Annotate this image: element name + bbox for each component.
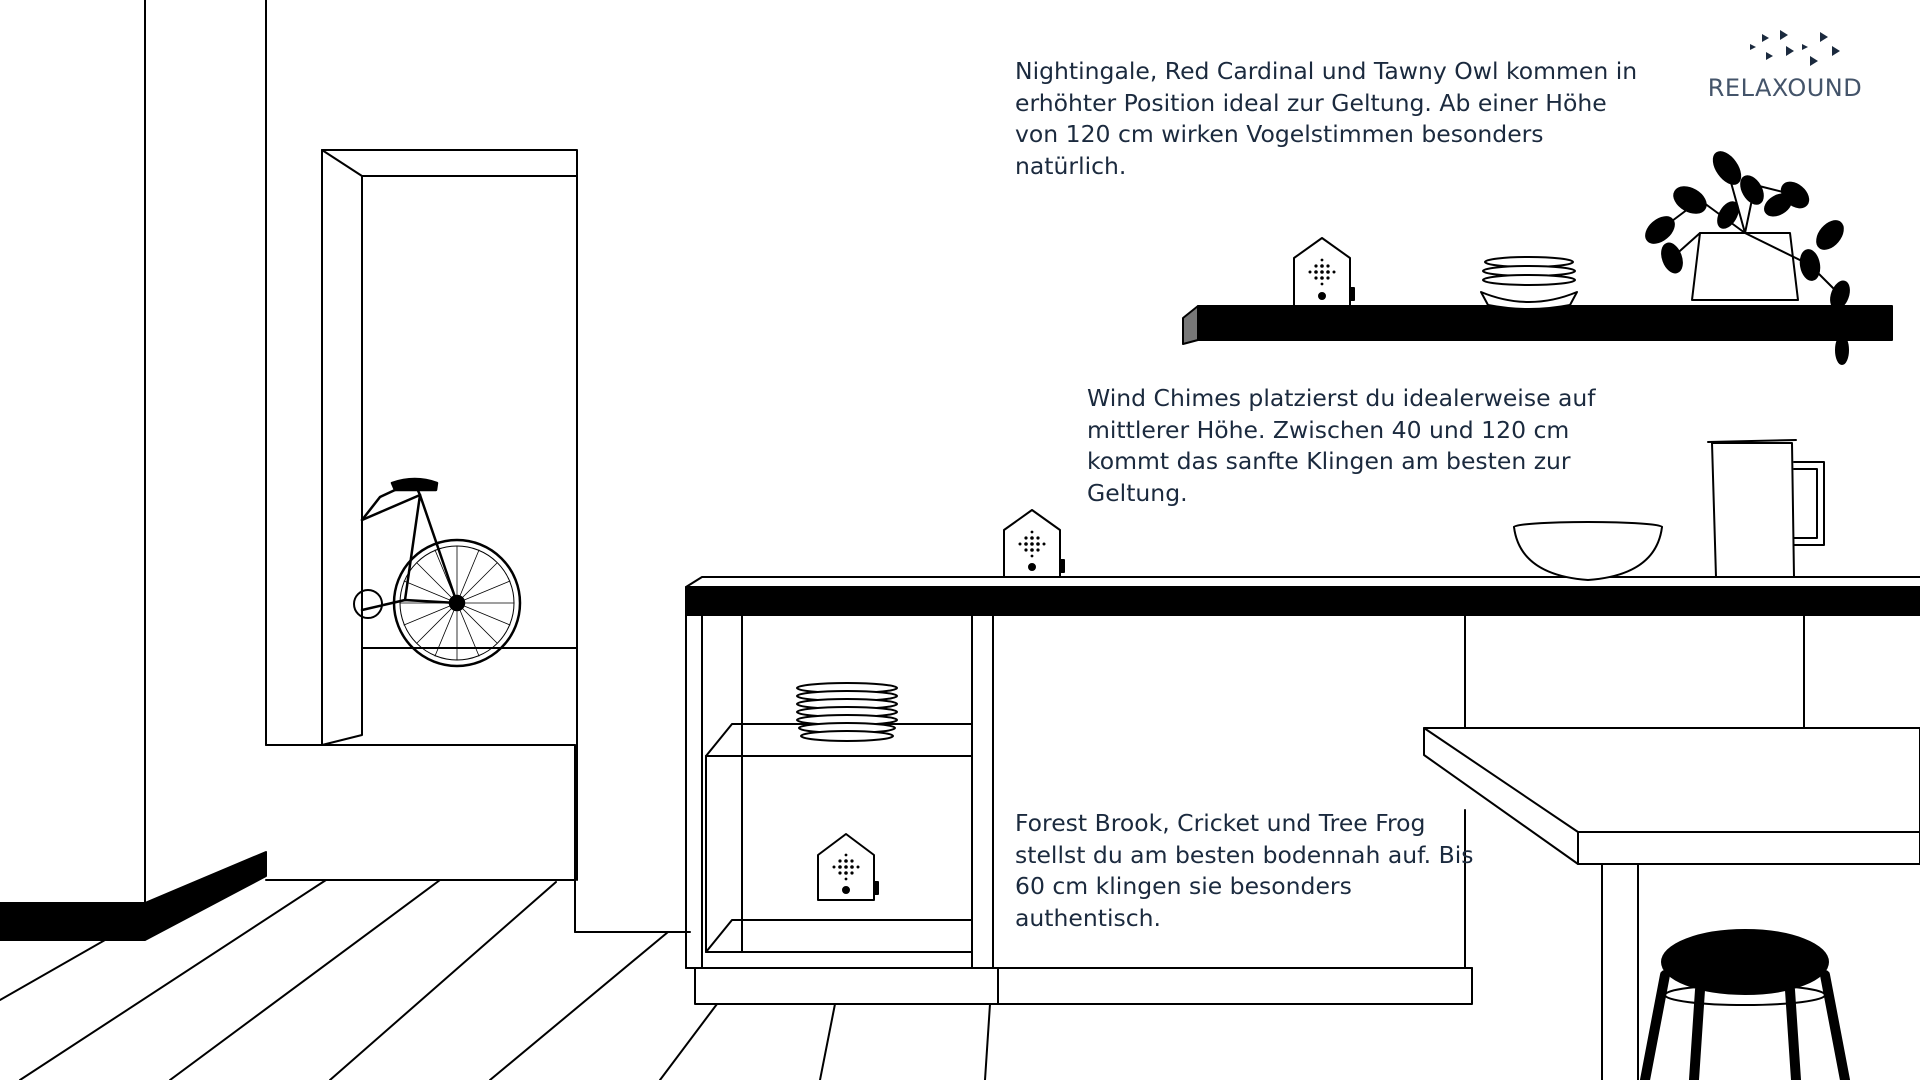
jug-icon — [1707, 439, 1825, 578]
caption-medium-height-placement: Wind Chimes platzierst du idealerweise a… — [1087, 384, 1596, 507]
wall-column — [144, 0, 691, 933]
doorway — [321, 149, 578, 881]
caption-floor-level-placement: Forest Brook, Cricket und Tree Frog stel… — [1015, 809, 1474, 932]
baseboard — [0, 851, 267, 941]
triangle-flock-icon — [1750, 30, 1840, 66]
bicycle-icon — [353, 477, 522, 668]
floor-planks — [0, 879, 991, 1080]
wall-shelf — [1182, 305, 1893, 345]
plate-stack-icon — [1480, 256, 1578, 310]
brand-wordmark: RELAXOUND — [1707, 74, 1863, 102]
brand-logo: RELAXOUND — [1700, 30, 1880, 110]
speaker-box-icon — [1293, 237, 1355, 307]
plant-icon — [1645, 151, 1850, 365]
plate-stack-icon — [796, 682, 898, 742]
caption-elevated-placement: Nightingale, Red Cardinal und Tawny Owl … — [1015, 57, 1638, 180]
dining-table — [1423, 727, 1920, 1080]
speaker-box-icon — [817, 833, 879, 901]
stool-icon — [1640, 929, 1850, 1080]
kitchen-counter — [685, 576, 1920, 1005]
bowl-icon — [1513, 521, 1663, 581]
speaker-box-icon — [1003, 509, 1065, 578]
